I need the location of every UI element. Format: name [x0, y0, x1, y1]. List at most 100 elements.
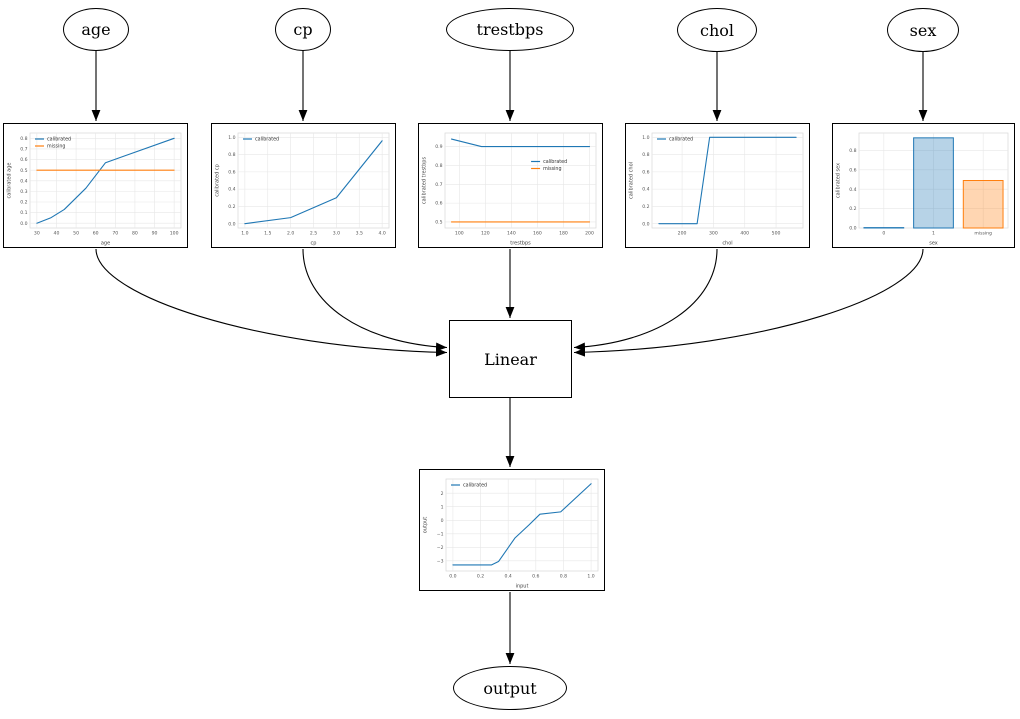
svg-text:160: 160 — [533, 231, 542, 237]
svg-text:40: 40 — [54, 231, 60, 237]
svg-text:70: 70 — [112, 231, 118, 237]
svg-text:calibrated: calibrated — [669, 137, 693, 143]
node-output: output — [453, 666, 567, 710]
svg-text:missing: missing — [543, 166, 561, 172]
svg-text:50: 50 — [73, 231, 79, 237]
node-age: age — [63, 8, 129, 51]
svg-text:calibrated sex: calibrated sex — [836, 163, 842, 198]
svg-text:3.0: 3.0 — [333, 231, 340, 237]
svg-text:100: 100 — [170, 231, 179, 237]
svg-text:calibrated: calibrated — [463, 483, 487, 489]
svg-text:30: 30 — [34, 231, 40, 237]
svg-text:−2: −2 — [437, 545, 444, 551]
chart-node-sex: 0 1 missing 0.0 0.2 0.4 0.6 0.8 sex calibrated se… — [832, 123, 1015, 248]
node-cp-label: cp — [293, 20, 313, 39]
svg-text:100: 100 — [455, 231, 464, 237]
svg-text:300: 300 — [709, 231, 718, 237]
svg-text:age: age — [101, 241, 110, 247]
svg-text:calibrated trestbps: calibrated trestbps — [422, 157, 428, 205]
sex-calibration-plot: 0 1 missing 0.0 0.2 0.4 0.6 0.8 sex calibrated se… — [833, 124, 1014, 247]
svg-text:0.2: 0.2 — [849, 206, 856, 212]
svg-text:0.6: 0.6 — [532, 574, 539, 580]
svg-text:0.4: 0.4 — [20, 178, 27, 184]
svg-text:0.8: 0.8 — [228, 152, 235, 158]
svg-text:0.0: 0.0 — [20, 221, 27, 227]
edge-age-to-linear — [95, 248, 448, 357]
svg-text:0.8: 0.8 — [642, 152, 649, 158]
svg-text:missing: missing — [974, 231, 992, 237]
node-chol: chol — [677, 8, 757, 52]
svg-text:calibrated: calibrated — [255, 137, 279, 143]
edge-cp-to-linear — [302, 248, 448, 352]
svg-text:2.5: 2.5 — [310, 231, 317, 237]
svg-text:0.9: 0.9 — [435, 144, 442, 150]
svg-text:sex: sex — [929, 241, 938, 247]
svg-text:1.5: 1.5 — [264, 231, 271, 237]
svg-text:2.0: 2.0 — [287, 231, 294, 237]
svg-text:0.6: 0.6 — [228, 169, 235, 175]
svg-text:0.8: 0.8 — [560, 574, 567, 580]
svg-text:2: 2 — [441, 491, 444, 497]
svg-text:0.4: 0.4 — [642, 187, 649, 193]
svg-text:0.2: 0.2 — [477, 574, 484, 580]
svg-text:trestbps: trestbps — [510, 241, 531, 247]
svg-text:calibrated cp: calibrated cp — [215, 164, 221, 197]
svg-text:0.4: 0.4 — [849, 187, 856, 193]
svg-text:input: input — [516, 584, 529, 590]
svg-text:0: 0 — [882, 231, 885, 237]
node-trestbps: trestbps — [446, 8, 574, 51]
svg-text:0.4: 0.4 — [505, 574, 512, 580]
svg-text:0.5: 0.5 — [435, 220, 442, 226]
svg-text:0.6: 0.6 — [642, 169, 649, 175]
svg-text:0.0: 0.0 — [228, 221, 235, 227]
node-output-label: output — [483, 678, 537, 698]
node-chol-label: chol — [699, 20, 734, 40]
svg-text:0.8: 0.8 — [435, 163, 442, 169]
svg-text:0.5: 0.5 — [20, 168, 27, 174]
svg-text:1.0: 1.0 — [642, 135, 649, 141]
svg-text:200: 200 — [678, 231, 687, 237]
node-linear-label: Linear — [484, 349, 537, 369]
svg-text:60: 60 — [93, 231, 99, 237]
svg-text:4.0: 4.0 — [378, 231, 385, 237]
svg-text:180: 180 — [559, 231, 568, 237]
svg-text:0.6: 0.6 — [20, 157, 27, 163]
node-sex: sex — [887, 8, 959, 52]
svg-text:calibrated age: calibrated age — [7, 163, 13, 199]
svg-text:0.8: 0.8 — [849, 148, 856, 154]
edge-sex-to-linear — [573, 248, 924, 357]
svg-text:0.7: 0.7 — [435, 182, 442, 188]
svg-text:missing: missing — [47, 144, 65, 150]
node-cp: cp — [275, 8, 331, 51]
svg-text:cp: cp — [311, 241, 317, 247]
svg-text:500: 500 — [772, 231, 781, 237]
svg-text:output: output — [423, 517, 429, 534]
node-linear: Linear — [449, 320, 572, 398]
svg-text:0.3: 0.3 — [20, 189, 27, 195]
svg-text:calibrated chol: calibrated chol — [629, 162, 635, 199]
svg-text:0.6: 0.6 — [849, 167, 856, 173]
node-trestbps-label: trestbps — [476, 20, 544, 39]
svg-text:3.5: 3.5 — [356, 231, 363, 237]
svg-text:0.1: 0.1 — [20, 210, 27, 216]
svg-text:90: 90 — [152, 231, 158, 237]
svg-text:0.0: 0.0 — [849, 226, 856, 232]
svg-text:1: 1 — [932, 231, 935, 237]
svg-text:0.2: 0.2 — [228, 204, 235, 210]
svg-text:0.7: 0.7 — [20, 147, 27, 153]
svg-text:−3: −3 — [437, 558, 444, 564]
svg-text:1: 1 — [441, 504, 444, 510]
svg-text:calibrated: calibrated — [47, 137, 71, 143]
svg-text:0: 0 — [441, 518, 444, 524]
svg-text:140: 140 — [507, 231, 516, 237]
